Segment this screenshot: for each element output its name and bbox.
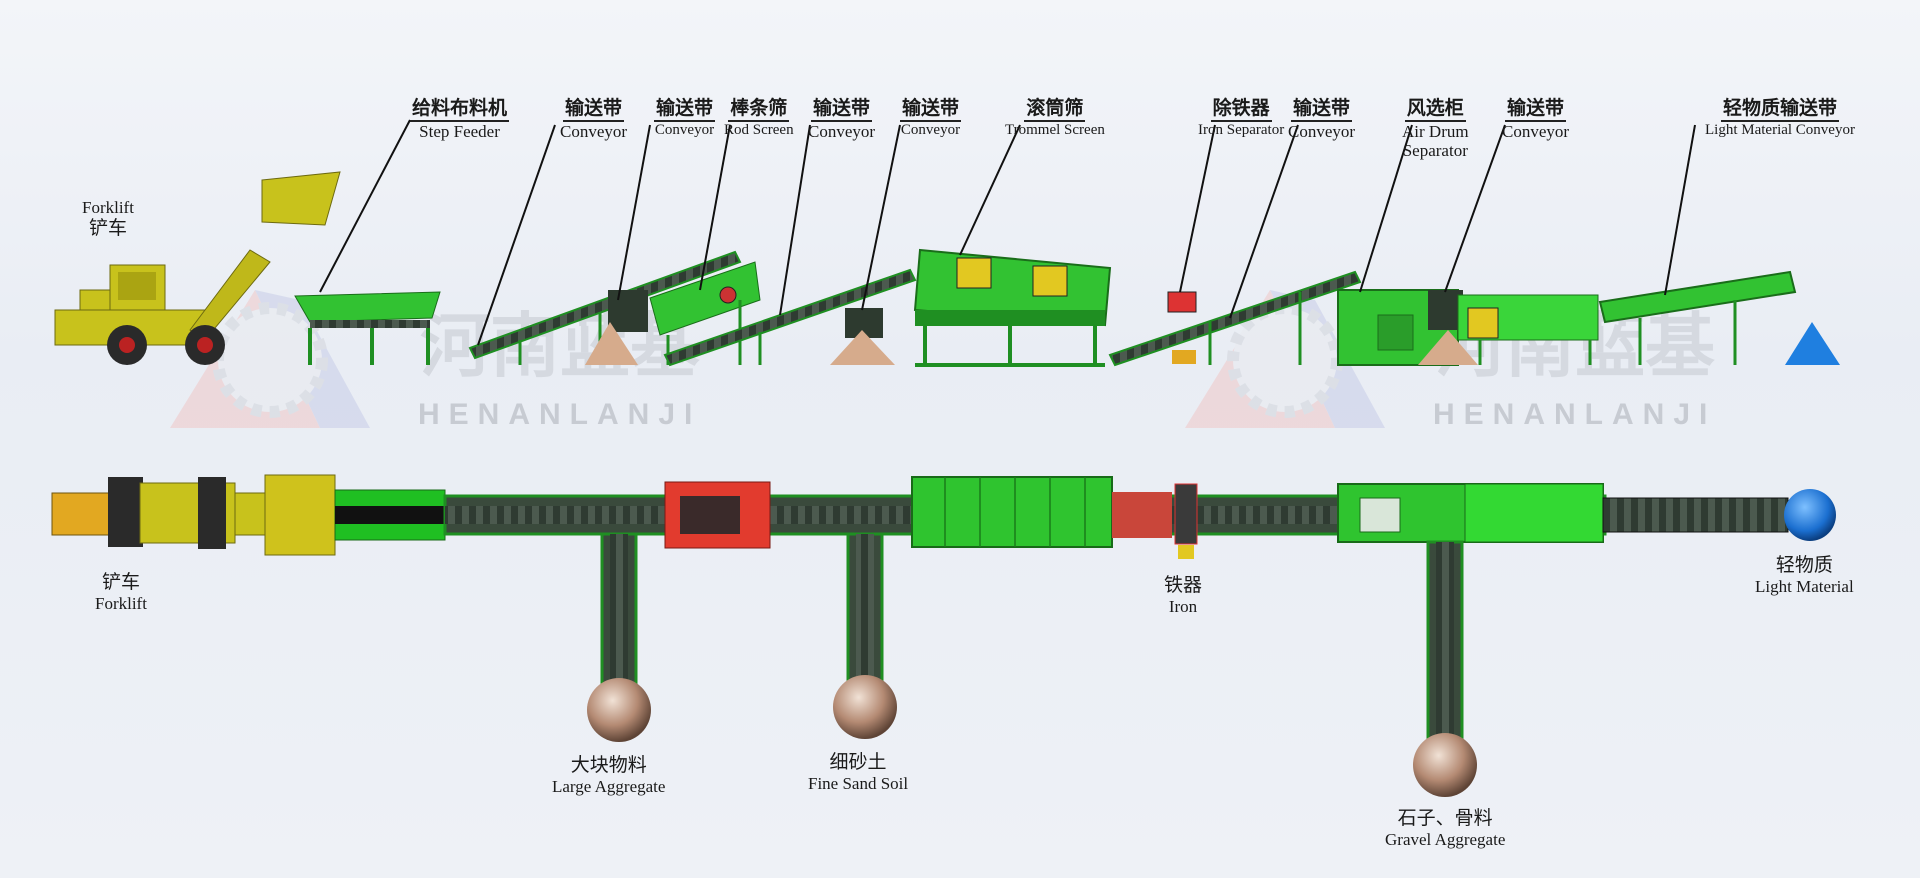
- watermark-brand-right: HENANLANJI: [1433, 398, 1717, 431]
- label-iron: 铁器 Iron: [1164, 574, 1203, 616]
- fine-sand-pile: [830, 330, 895, 365]
- label-forklift-bottom: 铲车 Forklift: [95, 571, 147, 613]
- forklift-side-machine: [54, 171, 341, 365]
- iron-separator-plan-zone: [1112, 492, 1172, 538]
- label-fine-sand-soil: 细砂土 Fine Sand Soil: [808, 751, 909, 793]
- watermark-brand-left: HENANLANJI: [418, 398, 702, 431]
- side-conveyor-gravel: [1426, 540, 1464, 744]
- large-aggregate-sphere: [587, 678, 651, 742]
- label-rod-screen: 棒条筛 Rod Screen: [724, 97, 794, 138]
- label-light-material: 轻物质 Light Material: [1755, 554, 1854, 596]
- label-large-aggregate: 大块物料 Large Aggregate: [552, 754, 666, 796]
- air-separator-extension-plan: [1464, 483, 1604, 543]
- label-conveyor-2: 输送带 Conveyor: [654, 97, 716, 138]
- rod-screen-deck-plan: [680, 496, 740, 534]
- trommel-plan: [911, 476, 1113, 548]
- gravel-pile: [1418, 330, 1478, 365]
- trommel-plan-ribs: [944, 477, 1086, 547]
- iron-separator-side: [1167, 291, 1197, 313]
- light-material-conveyor-side: [1598, 270, 1797, 365]
- side-conveyor-fine-sand: [846, 532, 884, 686]
- label-conveyor-5: 输送带 Conveyor: [1288, 97, 1356, 141]
- feeder-plan: [264, 474, 336, 556]
- trommel-screen-side: [913, 248, 1112, 367]
- gravel-sphere: [1413, 733, 1477, 797]
- label-conveyor-1: 输送带 Conveyor: [560, 97, 628, 141]
- large-aggregate-pile: [585, 322, 638, 365]
- light-material-sphere: [1784, 489, 1836, 541]
- fine-sand-sphere: [833, 675, 897, 739]
- air-separator-window-plan: [1359, 497, 1401, 533]
- label-conveyor-6: 输送带 Conveyor: [1502, 97, 1570, 141]
- label-conveyor-3: 输送带 Conveyor: [808, 97, 876, 141]
- conveyor-5-side: [1108, 270, 1362, 367]
- label-air-drum-separator: 风选柜 Air Drum Separator: [1402, 97, 1469, 161]
- light-material-pile: [1785, 322, 1840, 365]
- label-conveyor-4: 输送带 Conveyor: [900, 97, 962, 138]
- iron-separator-plan: [1174, 483, 1198, 545]
- side-conveyor-large-aggregate: [600, 532, 638, 691]
- label-light-material-conveyor: 轻物质输送带 Light Material Conveyor: [1705, 97, 1855, 138]
- feeder-belt-plan: [335, 506, 445, 524]
- label-gravel-aggregate: 石子、骨料 Gravel Aggregate: [1385, 807, 1506, 849]
- leader-lines: [319, 119, 1696, 346]
- forklift-plan-machine: [51, 477, 266, 549]
- step-feeder-side: [294, 291, 441, 365]
- label-forklift-top: Forklift 铲车: [82, 198, 134, 239]
- watermark-logo-left: 河南蓝基: [170, 290, 700, 428]
- conveyor-3-side: [663, 268, 917, 367]
- iron-bin: [1172, 350, 1196, 364]
- iron-bin-plan: [1178, 545, 1194, 559]
- label-iron-separator: 除铁器 Iron Separator: [1198, 97, 1285, 138]
- light-conveyor-plan: [1602, 497, 1789, 533]
- label-trommel: 滚筒筛 Trommel Screen: [1005, 97, 1105, 138]
- label-step-feeder: 给料布料机 Step Feeder: [410, 97, 510, 141]
